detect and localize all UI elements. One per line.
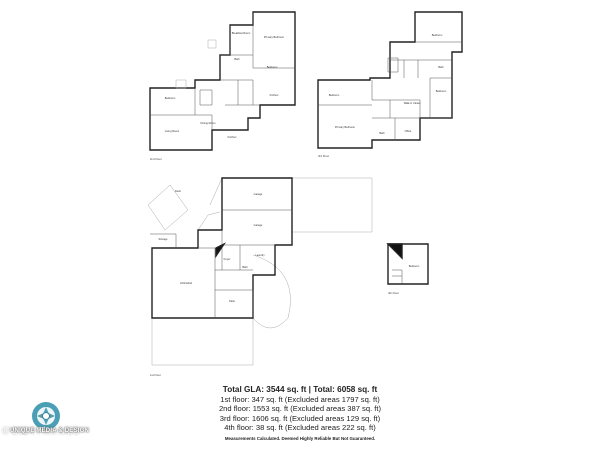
floor-area-3: 3rd floor: 1606 sq. ft (Excluded areas 1… — [219, 413, 381, 423]
room-label: Kitchen — [228, 135, 237, 139]
room-label: Primary Bedroom — [335, 125, 355, 129]
room-label: Bath — [438, 65, 444, 69]
room-label: Living Room — [165, 129, 179, 133]
room-label: Office — [405, 129, 412, 133]
company-name: UNIQUE MEDIA & DESIGN — [10, 428, 89, 434]
plan-upper-right: Bedroom Bath Bedroom Bedroom Walk-in Clo… — [317, 11, 463, 158]
room-label: Walk-in Closet — [404, 101, 421, 105]
plan-lower-right: Bedroom 4th Floor — [386, 243, 429, 295]
camera-aperture-logo-icon — [32, 402, 60, 430]
room-label: Bath — [234, 57, 240, 61]
room-label: Foyer — [224, 257, 231, 261]
room-label: Deck — [175, 189, 182, 193]
room-label: Bedroom — [165, 96, 176, 100]
floor-area-1: 1st floor: 347 sq. ft (Excluded areas 17… — [220, 395, 380, 404]
room-label: Bedroom — [436, 89, 447, 93]
floor-area-2: 2nd floor: 1553 sq. ft (Excluded areas 3… — [218, 404, 382, 414]
measurement-note: Measurements Calculated. Deemed Highly R… — [224, 435, 376, 441]
watermark: © 2024 Flex MLS — [2, 426, 80, 437]
plan-upper-left: Breakfast Room Primary Bedroom Bath Bedr… — [149, 11, 296, 161]
room-label: Breakfast Room — [232, 31, 251, 35]
room-label: Garage — [254, 192, 263, 196]
room-label: Laundry — [255, 253, 265, 257]
room-label: Unfinished — [180, 281, 193, 285]
room-label: Dining Room — [201, 121, 216, 125]
total-area: Total GLA: 3544 sq. ft | Total: 6058 sq.… — [222, 385, 378, 394]
room-label: Kitchen — [270, 93, 279, 97]
room-label: Bedroom — [329, 93, 340, 97]
area-summary: Total GLA: 3544 sq. ft | Total: 6058 sq.… — [180, 384, 420, 441]
room-label: Bath — [379, 131, 385, 135]
room-label: Storage — [158, 237, 168, 241]
floor-label: 3rd Floor — [318, 154, 329, 158]
floor-label: 4th Floor — [388, 291, 399, 295]
plan-lower-left: Deck Garage Garage Storage Foyer Laundry… — [147, 177, 373, 377]
room-label: Bedroom — [267, 65, 278, 69]
room-label: Bedroom — [409, 264, 420, 268]
room-label: Patio — [229, 299, 235, 303]
floor-label: 2nd Floor — [150, 157, 162, 161]
floor-plans: Breakfast Room Primary Bedroom Bath Bedr… — [147, 11, 463, 377]
floor-label: 1st Floor — [150, 373, 161, 377]
floor-area-4: 4th floor: 38 sq. ft (Excluded areas 222… — [224, 423, 376, 433]
room-label: Bath — [242, 265, 248, 269]
room-label: Bedroom — [432, 33, 443, 37]
room-label: Garage — [254, 223, 263, 227]
room-label: Primary Bedroom — [264, 35, 284, 39]
